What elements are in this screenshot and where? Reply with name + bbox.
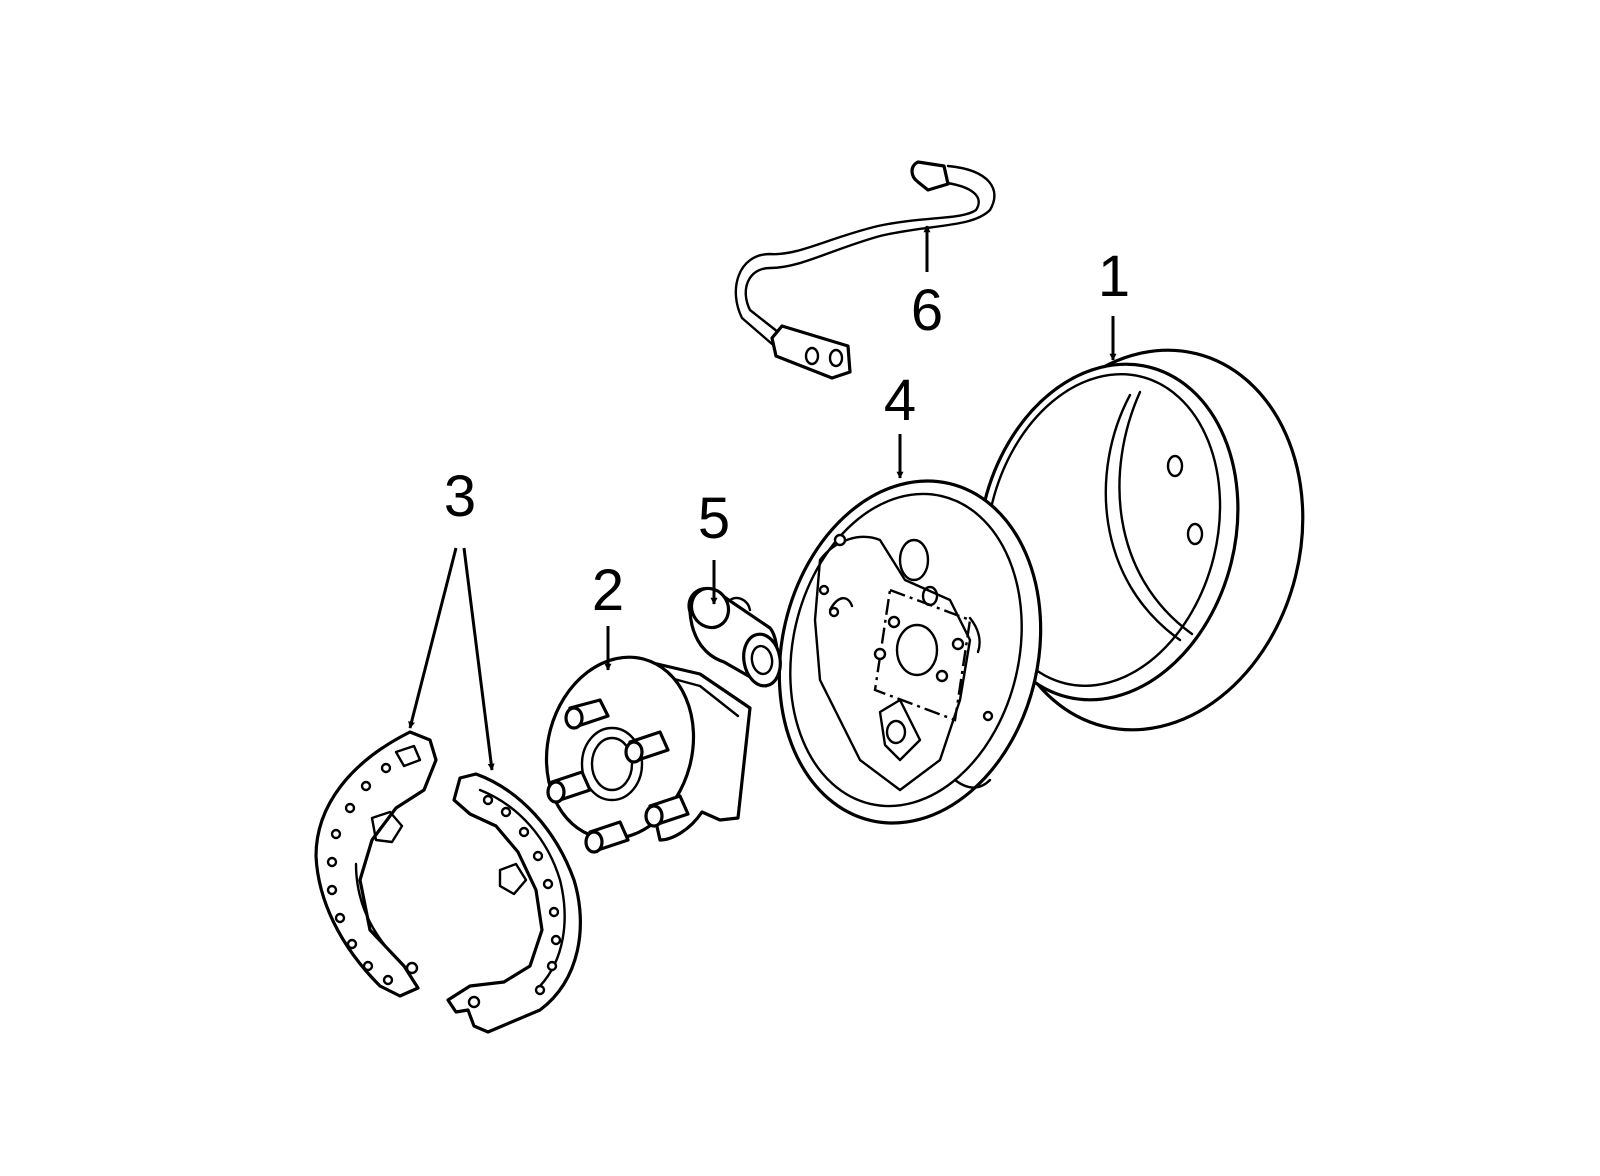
wheel-stud-5 bbox=[584, 820, 630, 854]
leader-3a bbox=[408, 547, 458, 729]
wheel-stud-1 bbox=[564, 698, 610, 730]
brake-shoe-front bbox=[314, 730, 438, 998]
wheel-stud-2 bbox=[624, 730, 670, 764]
callout-3: 3 bbox=[444, 464, 476, 529]
callout-2: 2 bbox=[592, 558, 624, 623]
wheel-stud-3 bbox=[546, 770, 592, 804]
callout-labels: 1 2 3 4 5 6 bbox=[444, 244, 1130, 623]
callout-1: 1 bbox=[1098, 244, 1130, 309]
wheel-stud-4 bbox=[644, 794, 690, 828]
brake-shoe-rear bbox=[446, 772, 582, 1034]
hub-bearing bbox=[544, 655, 752, 854]
backing-plate bbox=[777, 479, 1043, 825]
leader-lines bbox=[408, 225, 1117, 771]
callout-4: 4 bbox=[884, 368, 916, 433]
brake-hose bbox=[734, 160, 996, 380]
drum-hole-2 bbox=[1186, 522, 1204, 546]
callout-5: 5 bbox=[698, 486, 730, 551]
wheel-cylinder bbox=[687, 586, 782, 688]
leader-3b bbox=[462, 547, 495, 771]
brake-drum bbox=[976, 348, 1305, 732]
drum-hole-1 bbox=[1166, 454, 1184, 478]
callout-6: 6 bbox=[911, 278, 943, 343]
